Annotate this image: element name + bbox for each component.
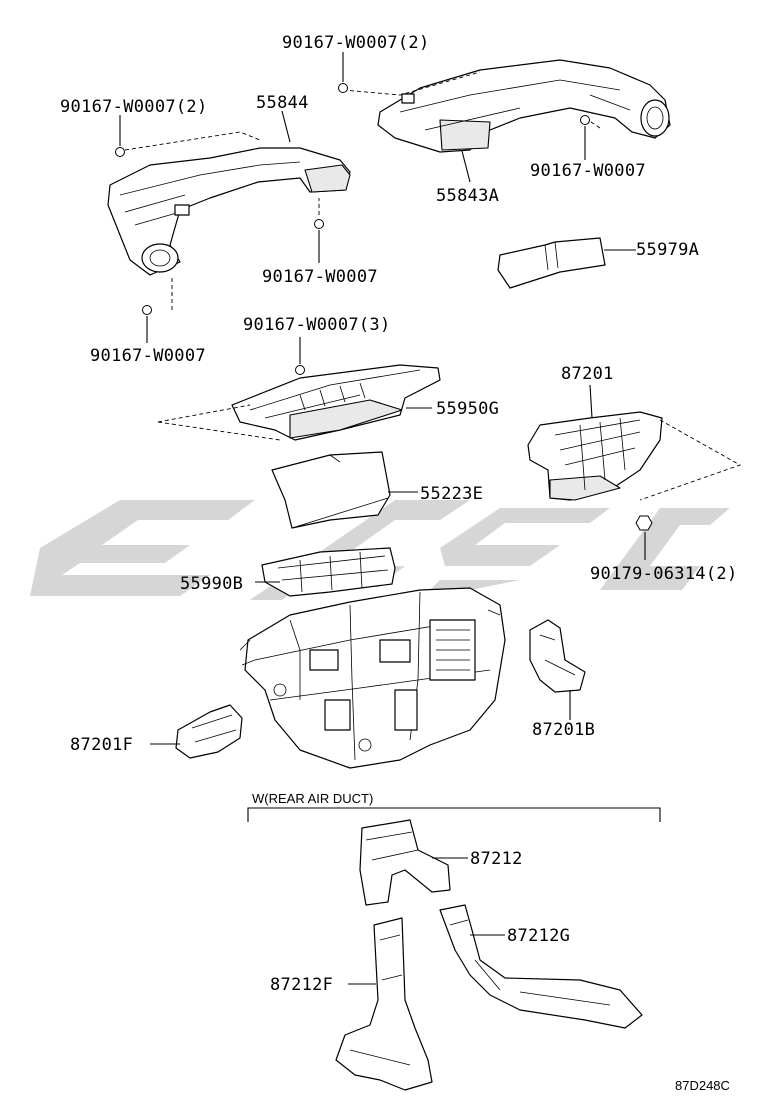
label-87201B: 87201B	[532, 720, 595, 740]
label-fastener-right: 90167-W0007	[530, 161, 646, 181]
duct-87201B[interactable]	[529, 619, 586, 693]
label-fastener-nut: 90179-06314(2)	[590, 564, 738, 584]
section-bracket	[247, 807, 661, 822]
bolt-left-lower	[142, 305, 152, 343]
label-55844: 55844	[256, 93, 309, 113]
label-87212G: 87212G	[507, 926, 570, 946]
label-55223E: 55223E	[420, 484, 483, 504]
label-fastener-left: 90167-W0007	[90, 346, 206, 366]
cover-55223E[interactable]	[271, 451, 391, 529]
bolt-mid	[314, 219, 324, 263]
label-fastener-top-right: 90167-W0007(2)	[282, 33, 430, 53]
housing-55990B[interactable]	[261, 547, 396, 597]
duct-87201F[interactable]	[175, 704, 243, 759]
duct-87212F[interactable]	[335, 917, 433, 1091]
duct-87212[interactable]	[359, 819, 451, 906]
duct-55843A[interactable]	[377, 59, 671, 153]
label-87201F: 87201F	[70, 735, 133, 755]
register-55950G[interactable]	[231, 364, 441, 441]
label-87212F: 87212F	[270, 975, 333, 995]
register-87201[interactable]	[527, 411, 663, 501]
section-title: W(REAR AIR DUCT)	[252, 791, 373, 806]
label-fastener-mid: 90167-W0007	[262, 267, 378, 287]
bolt-right-lower	[580, 115, 590, 160]
nut-right	[635, 515, 653, 560]
label-fastener-top-left: 90167-W0007(2)	[60, 97, 208, 117]
duct-55844[interactable]	[107, 147, 351, 276]
label-87212: 87212	[470, 849, 523, 869]
label-55843A: 55843A	[436, 186, 499, 206]
duct-87212G[interactable]	[439, 904, 643, 1029]
label-55990B: 55990B	[180, 574, 243, 594]
bolt-right-upper	[338, 52, 348, 93]
label-87201: 87201	[561, 364, 614, 384]
bolt-center	[295, 337, 305, 375]
label-55979A: 55979A	[636, 240, 699, 260]
label-fastener-center: 90167-W0007(3)	[243, 315, 391, 335]
label-55950G: 55950G	[436, 399, 499, 419]
hvac-unit-assembly	[239, 587, 506, 769]
diagram-code: 87D248C	[675, 1078, 730, 1093]
pad-55979A[interactable]	[497, 237, 606, 289]
bolt-left-upper	[115, 115, 125, 157]
